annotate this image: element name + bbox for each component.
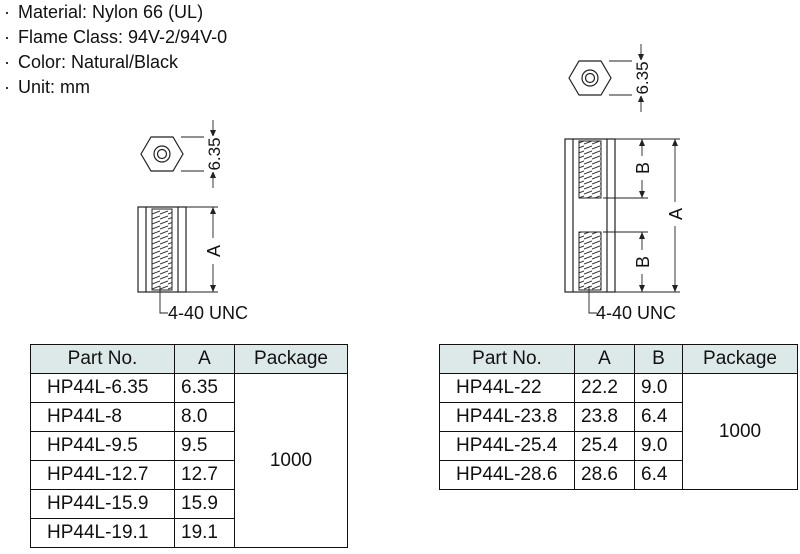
a-cell: 19.1 [174,518,235,548]
right-hex-label: 6.35 [633,61,652,94]
a-cell: 22.2 [574,373,635,403]
table-header-row: Part No. A Package [30,344,348,374]
table-row: HP44L-28.6 28.6 6.4 [439,460,798,490]
spec-item-color: ·Color: Natural/Black [4,52,179,72]
b-cell: 9.0 [634,373,683,403]
right-b-bottom-label: B [633,256,653,268]
b-cell: 9.0 [634,431,683,461]
right-spacer-drawing [564,44,680,314]
package-cell: 1000 [234,373,348,548]
part-no-cell: HP44L-25.4 [439,431,575,461]
spec-item-unit: ·Unit: mm [4,77,90,97]
part-no-cell: HP44L-28.6 [439,460,575,490]
a-cell: 8.0 [174,402,235,432]
b-cell: 6.4 [634,402,683,432]
part-no-cell: HP44L-19.1 [30,518,175,548]
a-cell: 15.9 [174,489,235,519]
a-cell: 28.6 [574,460,635,490]
part-no-cell: HP44L-23.8 [439,402,575,432]
right-thread-label: 4-40 UNC [596,303,676,323]
table-row: HP44L-25.4 25.4 9.0 [439,431,798,461]
table-header-row: Part No. A B Package [439,344,798,374]
part-no-cell: HP44L-22 [439,373,575,403]
a-cell: 23.8 [574,402,635,432]
header-a: A [174,344,235,374]
part-no-cell: HP44L-9.5 [30,431,175,461]
left-thread-label: 4-40 UNC [168,303,248,323]
part-no-cell: HP44L-15.9 [30,489,175,519]
table-row: HP44L-23.8 23.8 6.4 [439,402,798,432]
left-hex-label: 6.35 [205,137,224,170]
b-cell: 6.4 [634,460,683,490]
part-no-cell: HP44L-6.35 [30,373,175,403]
table-row: HP44L-12.7 12.7 [30,460,348,490]
table-row: HP44L-9.5 9.5 [30,431,348,461]
header-package: Package [682,344,798,374]
part-no-cell: HP44L-12.7 [30,460,175,490]
a-cell: 25.4 [574,431,635,461]
right-length-label: A [666,208,686,220]
header-part-no: Part No. [30,344,175,374]
header-package: Package [234,344,348,374]
part-table-right: Part No. A B Package HP44L-22 22.2 9.0 1… [439,344,798,490]
table-row: HP44L-8 8.0 [30,402,348,432]
spec-item-material: ·Material: Nylon 66 (UL) [4,2,204,22]
package-cell: 1000 [682,373,798,490]
left-length-label: A [204,245,224,257]
a-cell: 6.35 [174,373,235,403]
a-cell: 9.5 [174,431,235,461]
part-no-cell: HP44L-8 [30,402,175,432]
part-table-left: Part No. A Package HP44L-6.35 6.35 1000 … [30,344,348,548]
header-a: A [574,344,635,374]
table-row: HP44L-19.1 19.1 [30,518,348,548]
table-row: HP44L-6.35 6.35 1000 [30,373,348,548]
table-row: HP44L-22 22.2 9.0 1000 [439,373,798,490]
spec-item-flame-class: ·Flame Class: 94V-2/94V-0 [4,27,228,47]
left-spacer-drawing [137,120,218,314]
spec-list: ·Material: Nylon 66 (UL) ·Flame Class: 9… [4,0,227,100]
a-cell: 12.7 [174,460,235,490]
header-b: B [634,344,683,374]
header-part-no: Part No. [439,344,575,374]
right-b-top-label: B [633,162,653,174]
